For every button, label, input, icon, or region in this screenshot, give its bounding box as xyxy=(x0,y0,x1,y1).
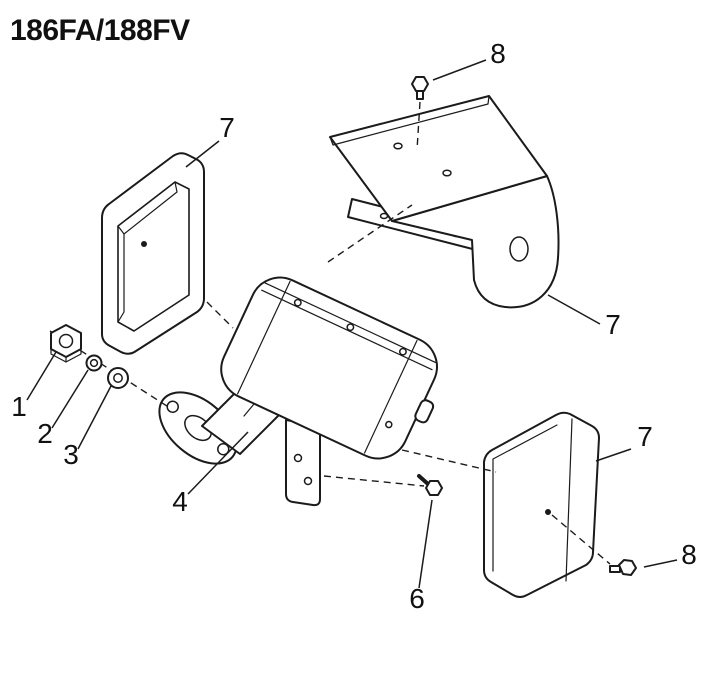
muffler-assembly xyxy=(158,276,438,507)
leader-line xyxy=(547,294,601,325)
end-cap-seams xyxy=(237,280,418,454)
left-shield-dashed-line xyxy=(206,301,234,329)
bolt-8-right xyxy=(609,559,637,576)
bolt-6 xyxy=(417,474,443,496)
leader-line xyxy=(185,140,220,168)
bracket-hole xyxy=(293,453,303,463)
flat-washer-inner xyxy=(113,373,123,383)
shield-inner-wall-lines xyxy=(117,181,178,323)
seam-screw xyxy=(293,298,302,307)
seam-screw xyxy=(346,323,355,332)
bolt-hex-head xyxy=(425,480,443,496)
callout-7-left: 7 xyxy=(185,112,235,168)
part-number: 1 xyxy=(11,391,27,422)
part-number: 2 xyxy=(37,418,53,449)
heat-shield-right xyxy=(483,411,600,598)
assembly-axis-lines xyxy=(49,101,611,565)
top-bolt-dashed-line xyxy=(416,101,421,151)
plate-thickness-edge xyxy=(329,95,490,146)
nut-thickness xyxy=(50,348,82,363)
curved-section-hole xyxy=(509,236,529,262)
leader-line xyxy=(643,559,678,568)
leader-line xyxy=(432,59,487,81)
callout-1: 1 xyxy=(11,351,57,422)
bolt-hex-head xyxy=(618,559,637,576)
callout-3: 3 xyxy=(63,385,112,470)
diagram-title: 186FA/188FV xyxy=(10,14,190,47)
leader-line xyxy=(77,385,112,450)
part-number: 6 xyxy=(409,583,425,614)
hardware-flat-washer xyxy=(107,367,129,389)
callout-6: 6 xyxy=(409,499,433,614)
callout-7-top-right: 7 xyxy=(547,294,621,340)
leader-line xyxy=(595,448,632,462)
bolt-8-top xyxy=(411,76,429,100)
leader-line xyxy=(26,351,57,401)
nut-thread-hole xyxy=(58,333,74,349)
callout-2: 2 xyxy=(37,369,89,449)
lock-washer-inner xyxy=(89,358,99,368)
body-screw xyxy=(385,420,393,429)
plate-screw-hole xyxy=(442,169,452,177)
callout-4: 4 xyxy=(172,431,249,517)
muffler-body xyxy=(220,276,438,460)
right-shield-dashed-line xyxy=(401,449,497,473)
heat-shield-left xyxy=(101,152,205,355)
plate-screw-hole xyxy=(393,142,403,150)
cover-seam-lines xyxy=(261,282,437,371)
bolt-hex-head xyxy=(411,76,429,92)
top-bracket-dashed-line xyxy=(327,204,413,263)
right-bolt-dashed-line xyxy=(551,514,611,565)
seam-screw xyxy=(398,347,407,356)
callouts: 7 8 7 1 2 3 4 6 xyxy=(11,38,697,614)
outlet-stub xyxy=(414,399,435,424)
lower-mounting-bracket xyxy=(285,419,321,507)
leader-line xyxy=(187,431,249,495)
part-number: 4 xyxy=(172,486,188,517)
hardware-lock-washer xyxy=(85,354,103,372)
shield-rim-lines xyxy=(492,418,573,582)
part-number: 7 xyxy=(219,112,235,143)
flange-center-opening xyxy=(184,414,212,442)
bracket-top-plate xyxy=(329,95,548,222)
part-number: 8 xyxy=(681,539,697,570)
callout-8-top: 8 xyxy=(432,38,506,81)
callout-8-right: 8 xyxy=(643,539,697,570)
heat-shield-top xyxy=(329,95,560,309)
bracket-curved-section xyxy=(391,175,560,309)
bracket-hole xyxy=(303,476,313,486)
leader-line xyxy=(418,499,433,589)
bottom-bolt-dashed-line xyxy=(323,475,425,487)
bolt-shaft xyxy=(609,565,621,573)
part-number: 8 xyxy=(490,38,506,69)
part-number: 7 xyxy=(605,309,621,340)
bolt-shaft xyxy=(417,474,430,486)
shield-outer-outline xyxy=(101,152,205,355)
leader-line xyxy=(51,369,89,429)
part-number: 3 xyxy=(63,439,79,470)
part-number: 7 xyxy=(637,421,653,452)
hardware-nut xyxy=(50,324,82,363)
shield-mounting-hole xyxy=(141,241,147,247)
flange-bolt-hole xyxy=(166,400,179,414)
shield-mounting-hole xyxy=(545,509,551,515)
shield-outer-outline xyxy=(483,411,600,598)
callout-7-right: 7 xyxy=(595,421,653,462)
